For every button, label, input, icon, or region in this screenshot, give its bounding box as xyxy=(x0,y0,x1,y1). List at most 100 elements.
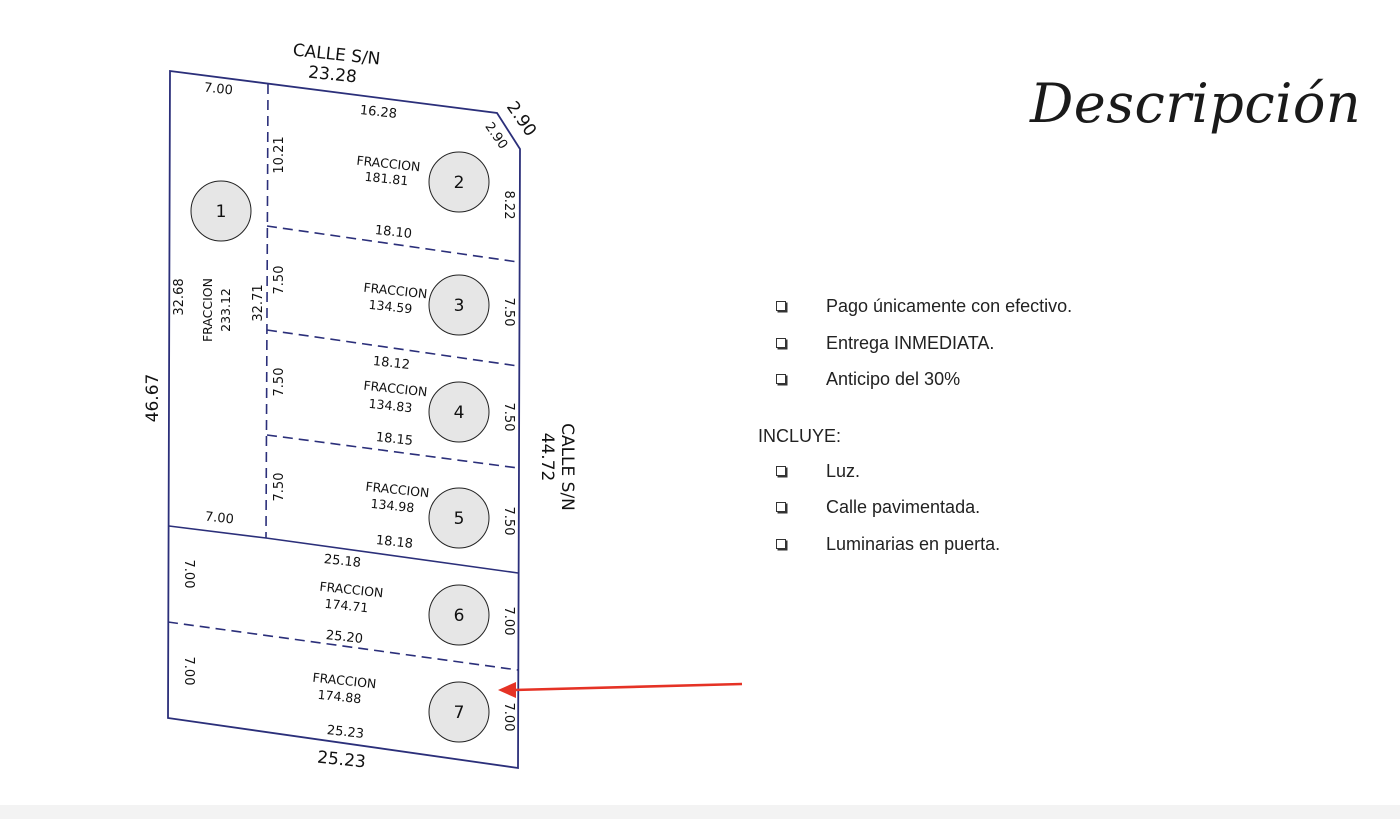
lot-plan-diagram: CALLE S/N 23.28 2.90 2.90 CALLE S/N 44.7… xyxy=(143,40,743,773)
dim-lot6-left: 7.00 xyxy=(181,560,196,589)
lot-6-marker xyxy=(428,584,490,646)
property-boundary xyxy=(167,69,521,770)
checkbox-bullet-icon xyxy=(776,465,786,476)
include-text: Calle pavimentada. xyxy=(826,497,981,517)
lot-3-marker xyxy=(428,274,490,336)
dim-lot1-top: 7.00 xyxy=(203,81,233,99)
lot-4-label: FRACCION xyxy=(363,378,428,400)
lot-7-marker xyxy=(428,681,490,743)
dim-lot5-right: 7.50 xyxy=(501,507,516,536)
lot-2-marker xyxy=(428,151,490,213)
dim-lot4-left: 7.50 xyxy=(272,368,287,397)
dim-lot2-top: 16.28 xyxy=(359,103,398,122)
list-item: Calle pavimentada. xyxy=(758,497,1072,534)
description-title: Descripción xyxy=(1030,72,1362,135)
dim-lot7-right: 7.00 xyxy=(501,703,516,732)
list-item: Pago únicamente con efectivo. xyxy=(758,296,1072,333)
lot1-right-boundary xyxy=(265,83,269,539)
dim-lot4-right: 7.50 xyxy=(501,403,516,432)
division-line-4-5 xyxy=(266,434,519,469)
lot-7-area: 174.88 xyxy=(317,687,362,706)
checkbox-bullet-icon xyxy=(776,502,786,512)
lot-1-number: 1 xyxy=(216,202,227,222)
dim-lot1-left: 32.68 xyxy=(172,278,187,315)
dim-lot3-left: 7.50 xyxy=(272,266,287,295)
condition-text: Pago únicamente con efectivo. xyxy=(826,296,1073,316)
checkbox-bullet-icon xyxy=(776,301,786,311)
lot-6-label: FRACCION xyxy=(319,579,384,601)
arrow-head xyxy=(498,682,516,698)
lot-1-marker xyxy=(190,180,252,242)
street-top-length: 23.28 xyxy=(307,63,357,88)
lot-1-area: 233.12 xyxy=(218,288,233,332)
dim-line-above-6: 25.18 xyxy=(323,552,362,571)
list-item: Entrega INMEDIATA. xyxy=(758,333,1072,370)
footer-bar xyxy=(0,805,1400,819)
street-right-length: 44.72 xyxy=(537,433,557,482)
list-item: Luz. xyxy=(758,461,1072,498)
dim-lot5-left: 7.50 xyxy=(272,473,287,502)
checkbox-bullet-icon xyxy=(776,337,786,348)
lot-1-label: FRACCION xyxy=(200,278,215,342)
lot-4[interactable]: FRACCION 134.83 4 xyxy=(363,378,490,443)
lot-3-area: 134.59 xyxy=(368,297,413,316)
dim-lot6-right: 7.00 xyxy=(501,607,516,636)
lot-2-label: FRACCION xyxy=(356,153,421,175)
corner-inner-length: 2.90 xyxy=(481,120,510,152)
lot-2-number: 2 xyxy=(454,173,465,193)
street-right-name: CALLE S/N xyxy=(557,423,577,511)
dim-line-2-3: 18.10 xyxy=(374,223,413,242)
lot-7[interactable]: FRACCION 174.88 7 xyxy=(312,670,490,743)
arrow-shaft xyxy=(513,682,743,692)
lot-1[interactable]: FRACCION 233.12 1 xyxy=(190,180,252,342)
include-text: Luz. xyxy=(826,460,861,481)
division-line-6-7 xyxy=(167,621,519,671)
checkbox-bullet-icon xyxy=(776,374,786,384)
dim-lot3-right: 7.50 xyxy=(501,298,516,327)
conditions-list: Pago únicamente con efectivo. Entrega IN… xyxy=(758,296,1072,406)
lot-5-area: 134.98 xyxy=(370,496,415,515)
lot-6-number: 6 xyxy=(454,606,465,626)
lot-3[interactable]: FRACCION 134.59 3 xyxy=(363,274,490,336)
lot-5-number: 5 xyxy=(454,509,465,529)
lot-2-area: 181.81 xyxy=(364,169,409,188)
lot-6-area: 174.71 xyxy=(324,596,369,615)
list-item: Anticipo del 30% xyxy=(758,369,1072,406)
dim-line-5-bottom: 18.18 xyxy=(375,533,414,552)
description-panel: Pago únicamente con efectivo. Entrega IN… xyxy=(758,296,1072,570)
division-line-2-3 xyxy=(266,225,519,263)
lot-4-number: 4 xyxy=(454,403,465,423)
dim-line-6-7: 25.20 xyxy=(325,628,364,647)
lot-3-number: 3 xyxy=(454,296,465,316)
condition-text: Anticipo del 30% xyxy=(826,369,961,389)
dim-lot7-bottom: 25.23 xyxy=(326,723,365,742)
dim-lot2-right: 8.22 xyxy=(501,191,516,220)
dim-lot7-left: 7.00 xyxy=(181,657,196,686)
dim-lot2-left: 10.21 xyxy=(272,136,287,173)
lot-5-label: FRACCION xyxy=(365,479,430,501)
division-line-3-4 xyxy=(266,329,519,367)
includes-list: Luz. Calle pavimentada. Luminarias en pu… xyxy=(758,461,1072,571)
condition-text: Entrega INMEDIATA. xyxy=(826,332,995,353)
lot-5-marker xyxy=(428,487,490,549)
checkbox-bullet-icon xyxy=(776,538,786,549)
include-text: Luminarias en puerta. xyxy=(826,533,1001,554)
lot-7-number: 7 xyxy=(454,703,465,723)
bottom-total-length: 25.23 xyxy=(316,748,366,773)
lot-2[interactable]: FRACCION 181.81 2 xyxy=(356,151,490,213)
dim-line-3-4: 18.12 xyxy=(372,354,411,373)
corner-length: 2.90 xyxy=(502,98,540,140)
list-item: Luminarias en puerta. xyxy=(758,534,1072,571)
left-total-length: 46.67 xyxy=(143,374,163,423)
lot-6[interactable]: FRACCION 174.71 6 xyxy=(319,579,490,646)
lot-5[interactable]: FRACCION 134.98 5 xyxy=(365,479,490,549)
lot-4-area: 134.83 xyxy=(368,396,413,415)
dim-lot1-bottom: 7.00 xyxy=(204,510,234,528)
highlight-arrow xyxy=(498,682,743,698)
includes-heading: INCLUYE: xyxy=(758,425,842,446)
division-line-above-6 xyxy=(168,525,519,574)
dim-lot1-right: 32.71 xyxy=(251,284,266,321)
lot-7-label: FRACCION xyxy=(312,670,377,692)
lot-4-marker xyxy=(428,381,490,443)
lot-3-label: FRACCION xyxy=(363,280,428,302)
